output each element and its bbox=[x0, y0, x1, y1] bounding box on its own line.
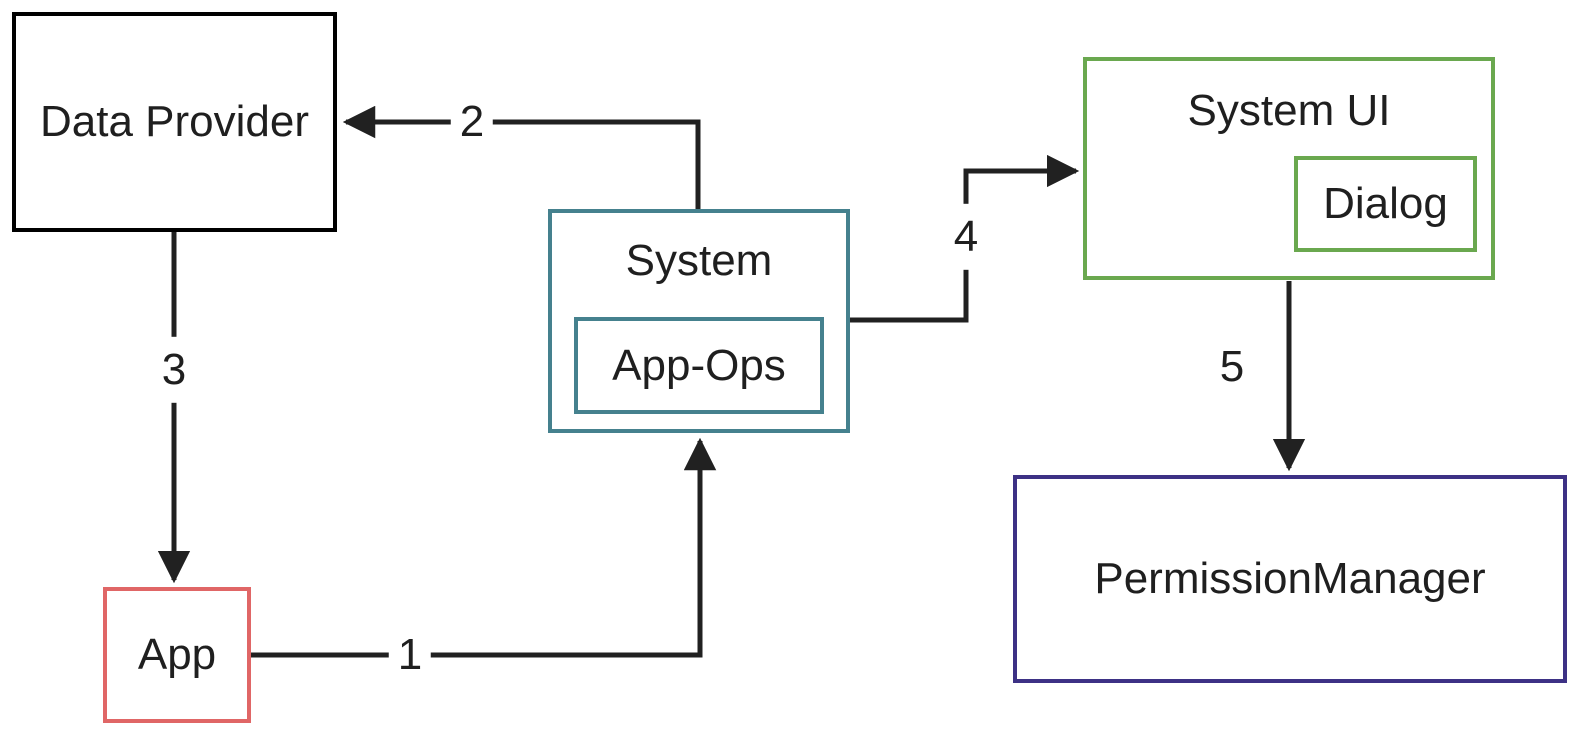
node-data-provider-label: Data Provider bbox=[39, 97, 309, 146]
node-permission-manager-label: PermissionManager bbox=[1094, 554, 1486, 603]
node-system-ui: System UI Dialog bbox=[1083, 57, 1495, 280]
node-dialog: Dialog bbox=[1294, 156, 1477, 252]
node-data-provider: Data Provider bbox=[12, 12, 337, 232]
node-app-label: App bbox=[137, 630, 217, 679]
edge-label-1: 1 bbox=[388, 630, 432, 680]
node-system: System App-Ops bbox=[548, 209, 850, 433]
node-app-ops: App-Ops bbox=[574, 317, 824, 414]
arrow-2-system-to-data-provider bbox=[342, 105, 701, 210]
edge-label-4: 4 bbox=[950, 203, 982, 271]
edge-label-2: 2 bbox=[450, 97, 494, 147]
node-app: App bbox=[103, 587, 251, 723]
node-dialog-label: Dialog bbox=[1323, 179, 1448, 228]
edge-label-5: 5 bbox=[1219, 341, 1245, 392]
arrow-1-app-to-system bbox=[251, 437, 717, 658]
node-system-label: System bbox=[625, 236, 773, 285]
node-system-ui-label: System UI bbox=[1187, 86, 1391, 135]
node-app-ops-label: App-Ops bbox=[612, 340, 786, 390]
edge-label-3: 3 bbox=[158, 336, 190, 404]
node-permission-manager: PermissionManager bbox=[1013, 475, 1567, 683]
